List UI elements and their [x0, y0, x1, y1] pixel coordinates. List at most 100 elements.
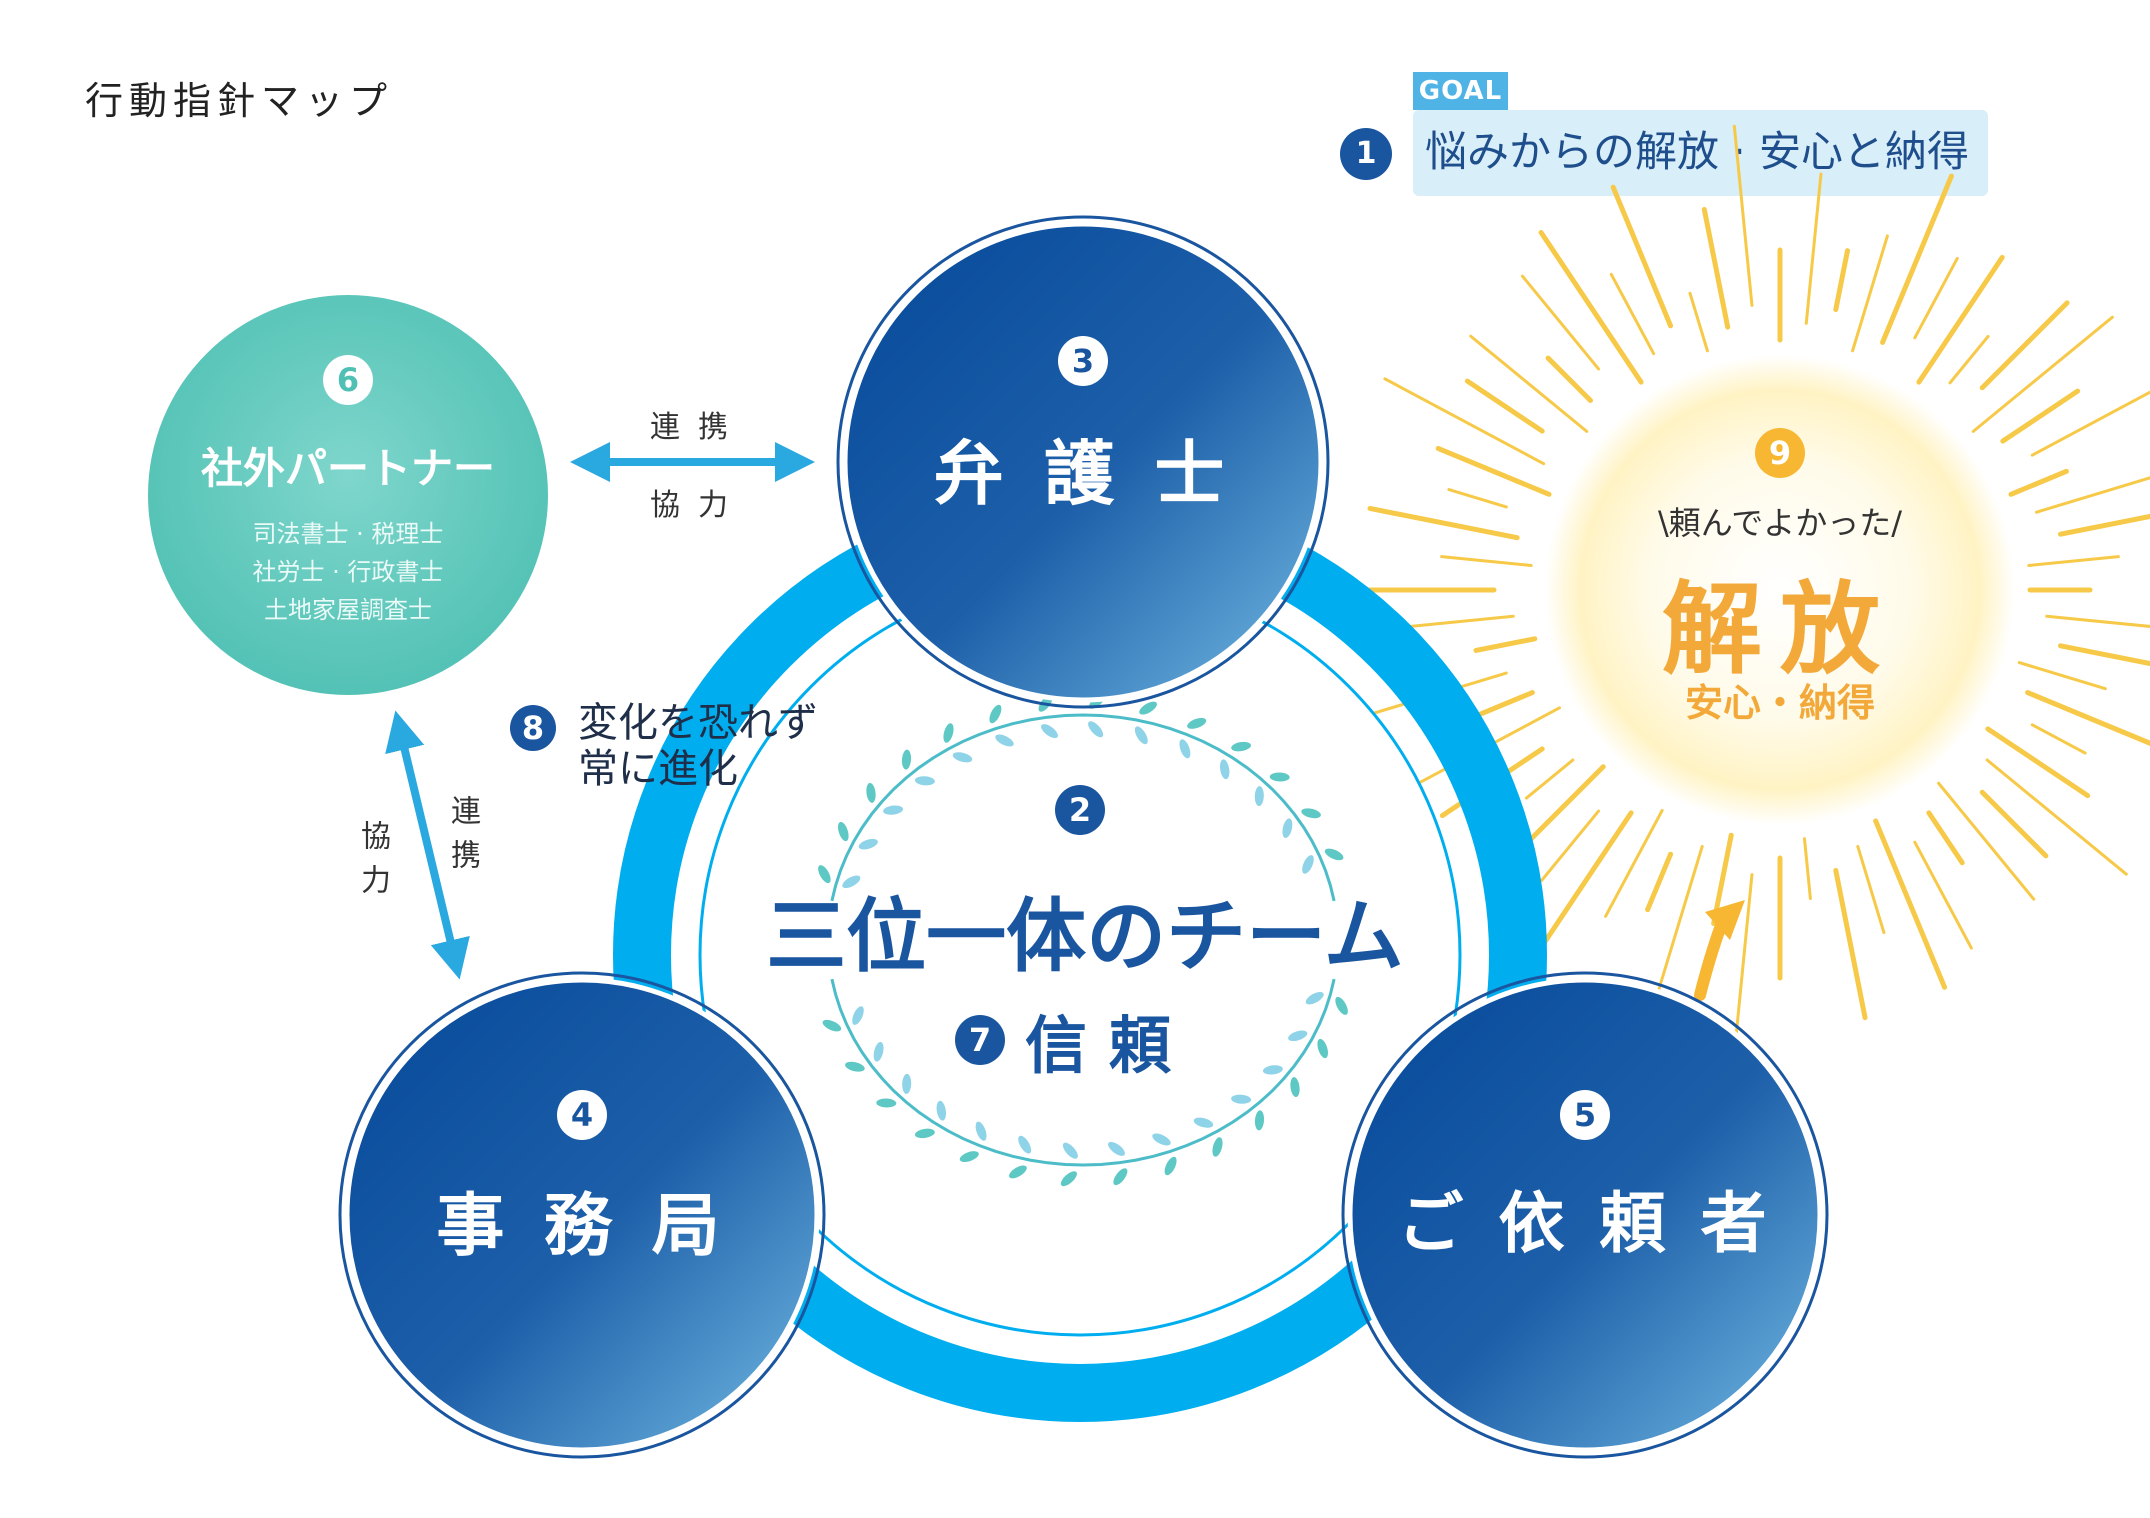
goal-badge: GOAL	[1413, 72, 1508, 110]
sun-glow	[1545, 355, 2015, 825]
client-circle	[1347, 977, 1823, 1453]
office-label: 事 務 局	[436, 1187, 728, 1266]
wreath-leaf	[902, 1073, 912, 1094]
page-title: 行動指針マップ	[85, 79, 394, 123]
wreath-leaf	[1041, 724, 1058, 739]
wreath-leaf	[1179, 739, 1191, 759]
change-text: 変化を恐れず 常に進化	[578, 700, 818, 792]
sun-ray	[1524, 758, 1575, 800]
wreath-leaf	[842, 875, 861, 889]
wreath-leaf	[1317, 1038, 1328, 1059]
sun-ray	[1609, 272, 1656, 356]
sun-ray	[1979, 300, 2070, 391]
wreath-leaf	[1212, 1137, 1223, 1157]
wreath-leaf	[1282, 818, 1293, 838]
sun-ray	[1383, 377, 1546, 466]
vertical-link-right-label: 連携	[445, 795, 480, 883]
wreath-leaf	[866, 782, 876, 803]
sun-ray	[1985, 758, 2128, 876]
wreath-leaf	[838, 821, 849, 842]
wreath-leaf	[1290, 1077, 1300, 1098]
wreath-leaf	[873, 1042, 884, 1062]
sun-ray	[1913, 256, 1959, 340]
lawyer-circle	[842, 221, 1324, 703]
sun-ray	[1688, 291, 1709, 353]
sun-ray	[1520, 274, 1601, 371]
change-line-2: 常に進化	[578, 746, 738, 792]
wreath-leaf	[1231, 1094, 1252, 1104]
goal-box	[1413, 110, 1988, 196]
release-label: 解放	[1662, 571, 1898, 688]
release-number: 9	[1755, 428, 1805, 478]
wreath-leaf	[975, 1121, 987, 1141]
wreath-leaf	[995, 734, 1014, 747]
wreath-leaf	[1335, 996, 1348, 1015]
sun-ray	[1873, 818, 1948, 990]
sun-ray	[1948, 334, 1990, 385]
sun-ray	[1732, 873, 1754, 1056]
sun-ray	[1545, 355, 1593, 403]
wreath-leaf	[1324, 848, 1344, 861]
sun-ray	[1538, 229, 1644, 385]
sun-ray	[1856, 844, 1886, 935]
wreath-leaf	[1009, 1165, 1027, 1179]
goal-number: 1	[1340, 128, 1392, 180]
wreath-leaf	[1152, 1133, 1171, 1146]
wreath-leaf	[1113, 1168, 1128, 1186]
horizontal-link-top-label: 連携	[650, 410, 746, 445]
partner-label: 社外パートナー	[200, 444, 495, 493]
sun-ray	[2027, 555, 2120, 567]
sun-ray	[1657, 844, 1704, 992]
partner-sub-2: 社労士 · 行政書士	[252, 558, 444, 586]
client-circle-outline	[1341, 971, 1829, 1459]
wreath-leaf	[936, 1100, 947, 1121]
goal-text: 悩みからの解放 · 安心と納得	[1425, 127, 1970, 176]
office-circle-outline	[338, 971, 826, 1459]
sun-ray	[2058, 513, 2150, 537]
sun-ray	[1539, 809, 1601, 883]
release-tagline: \頼んでよかった/	[1658, 504, 1902, 542]
sun-ray	[2000, 388, 2081, 444]
trust-label: 信頼	[1025, 1009, 1194, 1082]
sun-ray	[2025, 690, 2150, 746]
sun-ray	[1469, 334, 1589, 433]
wreath-leaf	[1254, 1110, 1265, 1131]
wreath-leaf	[959, 1151, 979, 1163]
sun-ray	[2017, 661, 2107, 691]
lawyer-circle-outline	[836, 215, 1330, 709]
sun-ray	[1464, 378, 1545, 434]
trust-number: 7	[955, 1015, 1005, 1065]
sun-ray	[1803, 837, 1812, 901]
sun-ray	[2030, 390, 2150, 457]
client-label: ご 依 頼 者	[1397, 1185, 1773, 1262]
wreath-leaf	[1060, 1171, 1077, 1187]
sun-ray	[2045, 614, 2150, 628]
vertical-link-left-label: 協力	[355, 820, 390, 908]
wreath-leaf	[1288, 1030, 1308, 1042]
wreath-leaf	[1134, 726, 1148, 745]
wreath-leaf	[876, 1098, 897, 1108]
lawyer-label: 弁 護 士	[933, 433, 1233, 515]
sun-ray	[2008, 468, 2069, 497]
wreath-leaf	[901, 749, 912, 770]
change-number: 8	[510, 705, 556, 751]
sun-ray	[1880, 173, 1954, 345]
wreath-leaf	[1088, 721, 1104, 738]
sun-ray	[1732, 124, 1754, 307]
sun-ray	[1701, 206, 1731, 330]
sun-ray	[1979, 789, 2049, 859]
sun-ray	[1913, 840, 1973, 950]
release-sub: 安心・納得	[1684, 681, 1875, 725]
sun-ray	[1851, 234, 1889, 353]
partner-number: 6	[323, 355, 373, 405]
sun-ray	[1645, 851, 1674, 913]
partner-sub-3: 土地家屋調査士	[264, 596, 432, 624]
wreath-leaf	[1108, 1141, 1125, 1156]
wreath-leaf	[822, 1019, 842, 1032]
sun-ray	[1804, 172, 1823, 325]
laurel-wreath-icon	[818, 693, 1348, 1187]
wreath-leaf	[818, 865, 831, 884]
wreath-leaf	[1164, 1156, 1177, 1176]
wreath-leaf	[883, 805, 904, 815]
